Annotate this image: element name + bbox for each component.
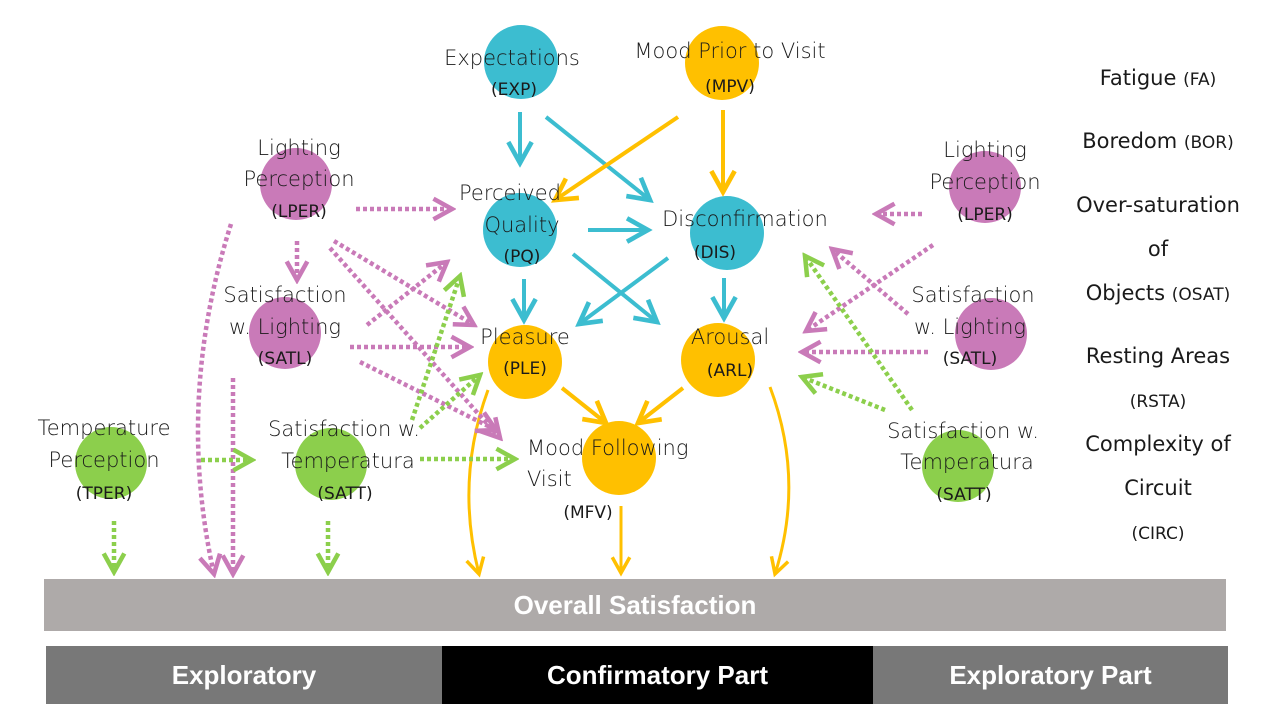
label-ple: Pleasure	[480, 325, 570, 349]
side-item-complexity-abbr: (CIRC)	[1132, 524, 1185, 544]
edge-satt-ple	[418, 375, 480, 430]
section-label-exploratory: Exploratory	[171, 659, 317, 690]
abbr-satl-right: (SATL)	[943, 349, 998, 369]
side-item-boredom: Boredom (BOR)	[1082, 129, 1234, 153]
section-confirmatory: Confirmatory Part	[442, 646, 873, 704]
label-satt-left-1: Satisfaction w.	[268, 417, 420, 441]
node-circle-arl[interactable]	[681, 323, 755, 397]
label-dis: Disconfirmation	[662, 207, 828, 231]
node-circle-satt-right[interactable]	[922, 430, 994, 502]
abbr-pq: (PQ)	[504, 247, 541, 267]
node-circles	[75, 25, 1027, 502]
label-arl: Arousal	[691, 325, 769, 349]
abbr-satt-left: (SATT)	[317, 484, 372, 504]
edge-satt-right-dis	[805, 256, 914, 412]
node-circle-lper-left[interactable]	[260, 148, 332, 220]
exploratory-arrows	[114, 209, 935, 574]
node-circle-satl-right[interactable]	[955, 298, 1027, 370]
edge-exp-dis	[544, 115, 650, 200]
abbr-tper: (TPER)	[76, 484, 132, 504]
label-lper-right-2: Perception	[929, 170, 1040, 194]
abbr-satl-left: (SATL)	[258, 349, 313, 369]
node-circle-mpv[interactable]	[685, 26, 759, 100]
node-circle-satt-left[interactable]	[295, 428, 367, 500]
edge-ple-mfv	[560, 386, 606, 423]
node-circle-exp[interactable]	[484, 25, 558, 99]
node-circle-satl-left[interactable]	[249, 297, 321, 369]
label-satl-right-2: w. Lighting	[914, 315, 1026, 339]
label-satl-left-1: Satisfaction	[223, 283, 346, 307]
edge-satl-pq	[365, 262, 447, 327]
overall-satisfaction-label: Overall Satisfaction	[513, 589, 757, 620]
overall-satisfaction-bar: Overall Satisfaction	[44, 579, 1226, 631]
side-item-oversaturation-1: Over-saturation	[1076, 193, 1240, 217]
label-lper-right-1: Lighting	[943, 138, 1026, 162]
section-exploratory-left: Exploratory	[46, 646, 442, 704]
edge-satl-mfv	[358, 359, 496, 430]
abbr-exp: (EXP)	[491, 80, 537, 100]
edge-lper-mfv	[328, 246, 500, 438]
edge-satt-pq	[409, 276, 460, 421]
abbr-mfv: (MFV)	[563, 503, 612, 523]
edge-ple-overall	[469, 389, 490, 574]
side-item-complexity-2: Circuit	[1124, 476, 1192, 500]
confirmatory-arrows	[469, 110, 791, 574]
node-circle-lper-right[interactable]	[949, 151, 1021, 223]
label-lper-left-2: Perception	[243, 167, 354, 191]
label-pq-1: Perceived	[459, 181, 561, 205]
label-satt-left-2: Temperatura	[281, 449, 414, 473]
edge-arl-overall	[768, 386, 791, 574]
side-item-complexity-1: Complexity of	[1085, 432, 1231, 456]
additional-variables-list: Fatigue (FA) Boredom (BOR) Over-saturati…	[1076, 66, 1240, 544]
edge-pq-arl	[571, 252, 657, 322]
abbr-mpv: (MPV)	[705, 77, 755, 97]
label-mpv: Mood Prior to Visit	[634, 39, 825, 63]
label-tper-2: Perception	[48, 448, 159, 472]
section-label-confirmatory: Confirmatory Part	[546, 659, 769, 690]
edge-lper-overall	[195, 223, 234, 574]
label-lper-left-1: Lighting	[257, 136, 340, 160]
edge-satt-right-arl	[802, 377, 886, 413]
label-mfv-1: Mood Following	[527, 436, 688, 460]
label-tper-1: Temperature	[37, 416, 170, 440]
node-circle-dis[interactable]	[690, 196, 764, 270]
node-labels: Expectations (EXP) Mood Prior to Visit (…	[37, 39, 1040, 523]
node-circle-mfv[interactable]	[582, 421, 656, 495]
label-satl-left-2: w. Lighting	[229, 315, 341, 339]
abbr-lper-left: (LPER)	[271, 202, 327, 222]
side-item-oversaturation-2: of	[1148, 237, 1169, 261]
abbr-dis: (DIS)	[694, 243, 736, 263]
label-pq-2: Quality	[484, 213, 559, 237]
side-item-fatigue: Fatigue (FA)	[1100, 66, 1216, 90]
side-item-oversaturation-3: Objects (OSAT)	[1086, 281, 1230, 305]
section-label-exploratory-part: Exploratory Part	[949, 659, 1152, 690]
label-satl-right-1: Satisfaction	[911, 283, 1034, 307]
node-circle-tper[interactable]	[75, 427, 147, 499]
abbr-lper-right: (LPER)	[957, 205, 1013, 225]
node-circle-pq[interactable]	[483, 193, 557, 267]
abbr-satt-right: (SATT)	[936, 485, 991, 505]
section-exploratory-right: Exploratory Part	[873, 646, 1228, 704]
edge-dis-ple	[579, 256, 670, 324]
label-mfv-2: Visit	[527, 467, 572, 491]
label-satt-right-1: Satisfaction w.	[887, 419, 1039, 443]
label-satt-right-2: Temperatura	[900, 450, 1033, 474]
edge-satl-right-dis	[832, 249, 910, 316]
edge-lper-ple	[332, 239, 474, 325]
edge-mpv-pq	[555, 115, 680, 200]
node-circle-ple[interactable]	[488, 325, 562, 399]
edge-lper-right-arl	[806, 243, 935, 331]
abbr-arl: (ARL)	[707, 361, 753, 381]
label-exp: Expectations	[444, 46, 580, 70]
abbr-ple: (PLE)	[503, 359, 547, 379]
edge-arl-mfv	[638, 386, 685, 423]
side-item-resting-areas: Resting Areas	[1086, 344, 1230, 368]
side-item-resting-areas-abbr: (RSTA)	[1130, 392, 1187, 412]
